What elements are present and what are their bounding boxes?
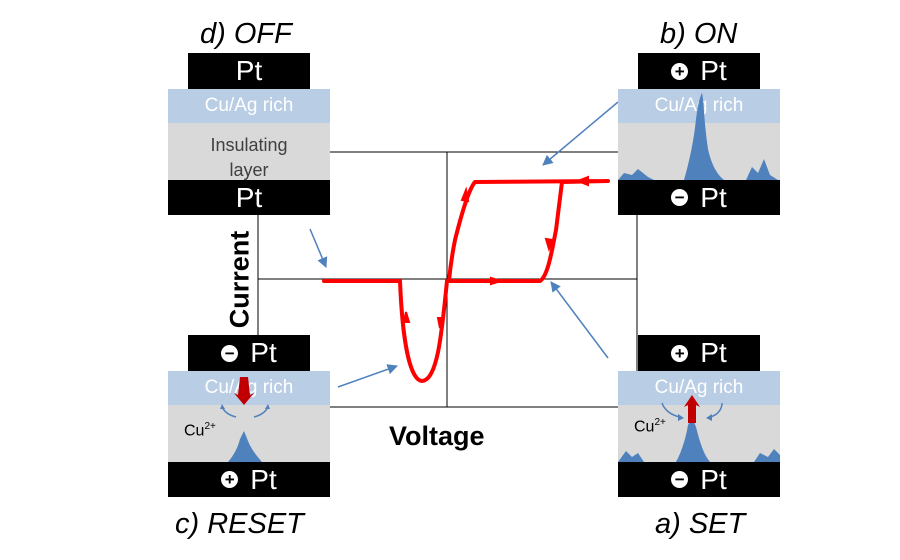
curve-direction-arrow [402,311,411,323]
conductive-filament [618,93,778,180]
pointer-arrow-set [550,281,609,359]
plus-circle-icon: + [671,62,689,80]
dissolving-filament [220,377,270,462]
curve-direction-arrow [544,237,555,252]
device-off: Pt Cu/Ag rich Insulating layer Pt [168,53,330,215]
curve-direction-arrow [436,317,445,329]
bottom-electrode: − Pt [618,462,780,497]
growing-filament [618,395,780,462]
copper-ion-label: Cu2+ [634,417,666,436]
top-electrode: + Pt [638,53,760,89]
pointer-arrow-on [542,101,619,166]
iv-hysteresis-curve [322,179,610,383]
rich-layer-label: Cu/Ag rich [204,95,294,116]
state-title-on: b) ON [660,18,738,50]
top-electrode: + Pt [638,335,760,371]
electrode-label: Pt [250,337,277,368]
minus-circle-icon: − [221,344,239,362]
bottom-electrode: + Pt [168,462,330,497]
copper-ion-label: Cu2+ [184,421,216,440]
minus-circle-icon: − [671,471,689,488]
electrode-label: Pt [700,55,727,86]
rich-layer-label: Cu/Ag rich [654,377,744,398]
cu-ag-rich-layer: Cu/Ag rich [168,89,330,123]
electrode-label: Pt [700,337,727,368]
top-electrode: Pt [188,53,310,89]
electrode-label: Pt [235,55,263,86]
device-reset: − Pt Cu/Ag rich Cu2+ + Pt [168,335,330,497]
state-title-off: d) OFF [200,18,292,50]
ion-charge: 2+ [204,421,216,432]
device-set: + Pt Cu/Ag rich Cu2+ − Pt [618,335,780,497]
bottom-electrode: Pt [168,180,330,215]
bottom-electrode: − Pt [618,180,780,215]
top-electrode: − Pt [188,335,310,371]
curve-direction-arrow [460,186,470,203]
ion-charge: 2+ [654,417,666,428]
curve-direction-arrow [490,276,505,286]
insulating-layer: Insulating layer [168,123,330,180]
voltage-axis-label: Voltage [389,421,485,451]
plus-circle-icon: + [221,471,239,488]
insulating-layer-label: Insulating layer [210,135,288,180]
pointer-arrow-reset [337,364,398,388]
cu-ag-rich-layer: Cu/Ag rich [618,371,780,405]
electrode-label: Pt [700,181,727,213]
device-on: + Pt Cu/Ag rich − Pt [618,53,780,215]
plus-circle-icon: + [671,344,689,362]
electrode-label: Pt [700,463,727,495]
electrode-label: Pt [250,463,277,495]
state-title-set: a) SET [655,508,746,540]
pointer-arrow-off [309,228,328,268]
minus-circle-icon: − [671,189,689,206]
state-title-reset: c) RESET [175,508,304,540]
curve-direction-arrow [575,175,589,187]
electrode-label: Pt [235,181,263,213]
